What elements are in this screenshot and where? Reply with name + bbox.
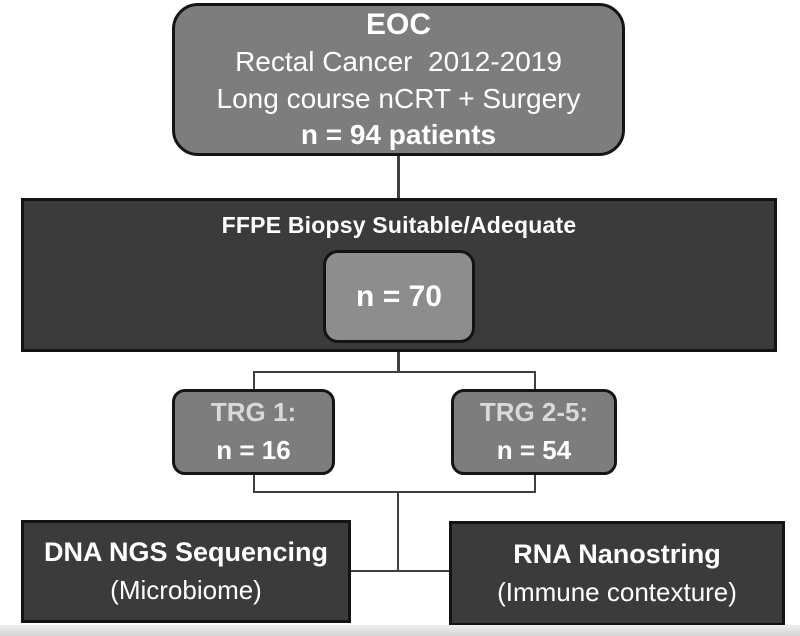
bracket-bottom-right-stub [534, 475, 536, 493]
eoc-patient-count: n = 94 patients [300, 119, 497, 151]
trg25-label: TRG 2-5: [479, 397, 589, 428]
bracket-bottom-horizontal [253, 491, 536, 493]
page-edge-strip [0, 625, 800, 636]
eoc-cohort-box: EOC Rectal Cancer 2012-2019 Long course … [172, 3, 625, 156]
bracket-top-horizontal [253, 371, 536, 373]
eoc-treatment-line: Long course nCRT + Surgery [216, 82, 581, 114]
connector-eoc-to-ffpe [397, 156, 400, 198]
bracket-top-right-stub [534, 371, 536, 389]
connector-bracket-to-analysis [397, 491, 399, 571]
bracket-top-left-stub [253, 371, 255, 389]
ffpe-count: n = 70 [356, 279, 442, 313]
eoc-cohort-line: Rectal Cancer 2012-2019 [235, 46, 562, 78]
connector-ffpe-to-bracket [397, 352, 400, 373]
trg1-count: n = 16 [216, 435, 291, 465]
ffpe-count-box: n = 70 [323, 250, 475, 343]
eoc-title: EOC [365, 8, 431, 42]
dna-ngs-subtitle: (Microbiome) [110, 575, 262, 606]
trg1-label: TRG 1: [210, 397, 297, 428]
bracket-bottom-left-stub [253, 475, 255, 493]
trg25-count: n = 54 [496, 435, 572, 465]
dna-ngs-title: DNA NGS Sequencing [43, 537, 329, 568]
rna-nanostring-title: RNA Nanostring [513, 539, 721, 570]
connector-analysis-horizontal [351, 570, 449, 572]
rna-nanostring-box: RNA Nanostring (Immune contexture) [449, 521, 785, 626]
trg1-box: TRG 1: n = 16 [172, 389, 335, 475]
rna-nanostring-subtitle: (Immune contexture) [497, 577, 737, 608]
dna-ngs-box: DNA NGS Sequencing (Microbiome) [21, 520, 351, 623]
trg25-box: TRG 2-5: n = 54 [451, 389, 617, 475]
ffpe-title: FFPE Biopsy Suitable/Adequate [221, 212, 577, 238]
